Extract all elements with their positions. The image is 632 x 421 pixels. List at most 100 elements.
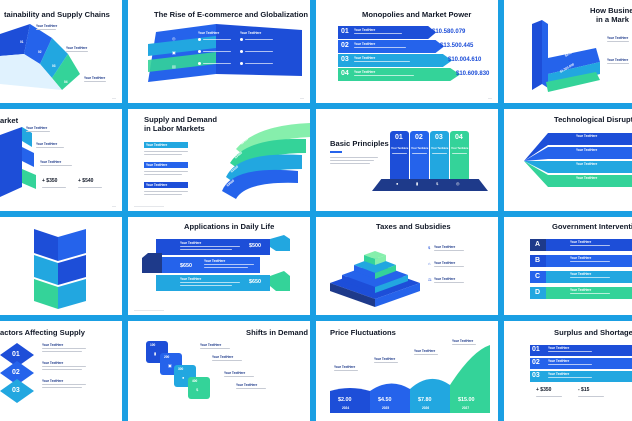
- value-1: $500: [249, 243, 261, 249]
- scale-icon: ⚖: [428, 277, 432, 282]
- text-label: Your TextHere: [354, 42, 376, 46]
- text-label: Your TextHere: [570, 288, 592, 292]
- value-2: + $540: [78, 178, 94, 184]
- text-label: Your TextHere: [198, 31, 220, 35]
- value-3: $10.004.610: [448, 57, 482, 63]
- year-1: 2024: [342, 406, 350, 410]
- person-icon: ●: [182, 375, 185, 380]
- value-3: $650: [249, 279, 261, 285]
- slide-monopolies-market-power[interactable]: Monopolies and Market Power 01 02 03 04 …: [316, 0, 498, 103]
- price-2: $4.50: [378, 397, 392, 403]
- step-number-2: 02: [12, 369, 20, 376]
- text-label: Your TextHere: [434, 277, 456, 281]
- slide-title: Applications in Daily Life: [184, 222, 275, 231]
- row-letter-c: C: [535, 273, 541, 280]
- year-2: 2025: [382, 406, 390, 410]
- slide-ecommerce-globalization[interactable]: The Rise of E-commerce and Globalization…: [128, 0, 310, 103]
- step-number-1: 01: [12, 351, 20, 358]
- text-label: Your TextHere: [434, 261, 456, 265]
- slide-supply-demand-labor[interactable]: Supply and Demand in Labor Markets Your …: [128, 109, 310, 211]
- truck-icon: ▤: [172, 64, 176, 69]
- funnel-chart: [0, 24, 80, 90]
- slide-price-fluctuations[interactable]: Price Fluctuations $2.00 $4.50 $7.80 $15…: [316, 321, 498, 421]
- parallelogram-graphic: [148, 24, 302, 82]
- text-label: Your TextHere: [576, 148, 598, 152]
- text-label: Your TextHere: [570, 256, 592, 260]
- text-label: Your TextHere: [42, 379, 64, 383]
- slide-basic-principles[interactable]: Basic Principles 01 02 03 04 Your TextHe…: [316, 109, 498, 211]
- wave-area-graphic: [330, 345, 490, 413]
- slide-technological-disruption[interactable]: Technological Disruptio Your TextHere Yo…: [504, 109, 632, 211]
- chart-icon: ▮: [154, 351, 157, 356]
- money-icon: $: [436, 181, 439, 186]
- text-label: Your TextHere: [414, 349, 436, 353]
- slide-folded-arrow[interactable]: [0, 217, 122, 315]
- price-1: $2.00: [338, 397, 352, 403]
- value-2: $650: [180, 263, 192, 269]
- text-label: Your TextHere: [607, 36, 629, 40]
- funnel-number-2: 02: [38, 50, 42, 54]
- folded-arrow-graphic: [34, 229, 86, 309]
- price-3: $7.80: [418, 397, 432, 403]
- slide-how-business-market[interactable]: How Busine in a Mark $1.300.000 $3.100.0…: [504, 0, 632, 103]
- slide-title: Price Fluctuations: [330, 328, 396, 337]
- text-label: Your TextHere: [548, 359, 570, 363]
- value-1: $10.580.079: [432, 29, 466, 35]
- value-1: 100: [150, 343, 156, 347]
- text-label: Your TextHere: [607, 58, 629, 62]
- slide-sustainability-supply-chains[interactable]: tainability and Supply Chains 01 02 03 0…: [0, 0, 122, 103]
- funnel-number-3: 03: [52, 64, 56, 68]
- text-label: Your TextHere: [576, 134, 598, 138]
- slide-title: tainability and Supply Chains: [4, 10, 110, 19]
- row-number-4: 04: [341, 70, 349, 77]
- slide-factors-affecting-supply[interactable]: actors Affecting Supply 01 02 03 Your Te…: [0, 321, 122, 421]
- slide-applications-daily-life[interactable]: Applications in Daily Life Your TextHere…: [128, 217, 310, 315]
- slide-market[interactable]: arket Your TextHere Your TextHere Your T…: [0, 109, 122, 211]
- slide-taxes-subsidies[interactable]: Taxes and Subsidies $ Your TextHere ⌂ Yo…: [316, 217, 498, 315]
- slide-government-intervention[interactable]: Government Interventio A B C D Your Text…: [504, 217, 632, 315]
- text-label: Your TextHere: [240, 31, 262, 35]
- text-label: Your TextHere: [84, 76, 106, 80]
- row-number-2: 02: [532, 359, 540, 366]
- column-number-1: 01: [395, 134, 403, 141]
- globe-icon: ◎: [456, 181, 460, 186]
- text-label: Your TextHere: [374, 357, 396, 361]
- column-number-2: 02: [415, 134, 423, 141]
- column-number-3: 03: [435, 134, 443, 141]
- text-label: Your TextHere: [576, 162, 598, 166]
- slide-title: Supply and Demand: [144, 115, 217, 124]
- text-label: Your TextHere: [224, 371, 246, 375]
- slide-title-line2: in a Mark: [596, 15, 629, 24]
- row-number-3: 03: [341, 56, 349, 63]
- row-letter-b: B: [535, 257, 541, 264]
- slide-shifts-in-demand[interactable]: Shifts in Demand 100 200 300 400 ▮ ▣ ● $…: [128, 321, 310, 421]
- text-label: Your TextHere: [570, 272, 592, 276]
- text-label: Your TextHere: [26, 126, 48, 130]
- text-label: Your TextHere: [354, 28, 376, 32]
- text-label: Your TextHere: [146, 183, 168, 187]
- money-icon: $: [428, 245, 431, 250]
- slide-title: Basic Principles: [330, 139, 389, 148]
- slide-title: Monopolies and Market Power: [362, 10, 472, 19]
- value-2: 200: [164, 355, 170, 359]
- row-letter-d: D: [535, 289, 541, 296]
- value-1: + $350: [42, 178, 58, 184]
- text-label: Your TextHere: [548, 372, 570, 376]
- stair-3d-graphic: [0, 127, 36, 197]
- text-label: Your TextHere: [42, 361, 64, 365]
- row-number-3: 03: [532, 372, 540, 379]
- bar-3d-graphic: [532, 20, 600, 92]
- slide-title: actors Affecting Supply: [0, 328, 85, 337]
- text-label: Your TextHere: [354, 56, 376, 60]
- text-label: Your TextHere: [452, 339, 474, 343]
- value-4: 400: [192, 379, 198, 383]
- slide-title: Technological Disruptio: [554, 115, 632, 124]
- value-2: $13.500.445: [440, 43, 474, 49]
- cart-icon: ▣: [172, 50, 176, 55]
- money-icon: $: [196, 387, 199, 392]
- funnel-number-4: 04: [64, 80, 68, 84]
- column-number-4: 04: [455, 134, 463, 141]
- slide-surplus-shortage[interactable]: Surplus and Shortage 01 02 03 Your TextH…: [504, 321, 632, 421]
- globe-icon: ◎: [172, 36, 176, 41]
- slide-title: Shifts in Demand: [246, 328, 309, 337]
